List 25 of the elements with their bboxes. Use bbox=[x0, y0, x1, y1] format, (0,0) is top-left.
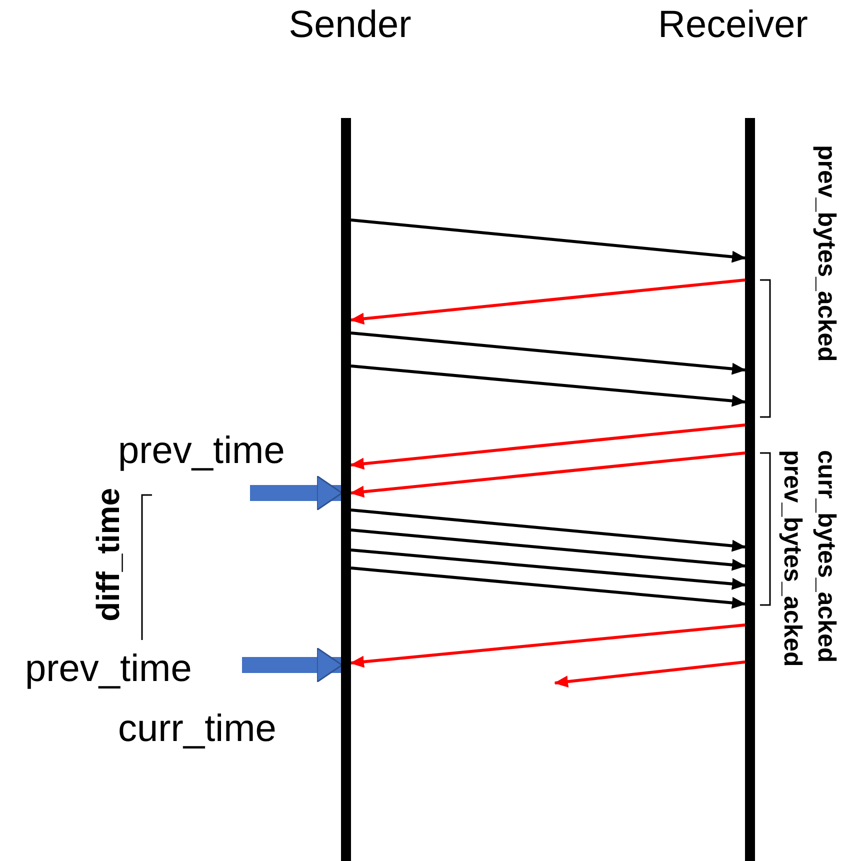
time-label: prev_time bbox=[25, 646, 192, 694]
message-arrow bbox=[350, 548, 746, 590]
bracket-label: curr_bytes_acked bbox=[811, 450, 842, 663]
message-arrow bbox=[350, 528, 746, 571]
block-arrow bbox=[242, 647, 343, 683]
message-arrow bbox=[350, 364, 746, 407]
block-arrow bbox=[250, 475, 343, 511]
message-arrow bbox=[350, 452, 746, 498]
time-label: curr_time bbox=[118, 707, 276, 752]
bracket-label: prev_bytes_acked bbox=[777, 450, 808, 667]
bracket-label: diff_time bbox=[89, 488, 127, 622]
message-arrow bbox=[350, 278, 746, 325]
message-arrow bbox=[350, 624, 746, 668]
message-arrow bbox=[350, 424, 746, 470]
message-arrow bbox=[350, 508, 746, 552]
message-arrow bbox=[554, 660, 746, 688]
message-arrow bbox=[350, 332, 746, 375]
message-arrow bbox=[350, 566, 746, 609]
bracket-label: prev_bytes_acked bbox=[811, 145, 842, 362]
lifeline-bar bbox=[341, 118, 351, 861]
message-arrow bbox=[350, 218, 746, 263]
lifeline-bar bbox=[745, 118, 755, 861]
lifeline-heading: Sender bbox=[288, 3, 412, 48]
time-label: prev_time bbox=[118, 428, 285, 476]
lifeline-heading: Receiver bbox=[658, 3, 808, 48]
